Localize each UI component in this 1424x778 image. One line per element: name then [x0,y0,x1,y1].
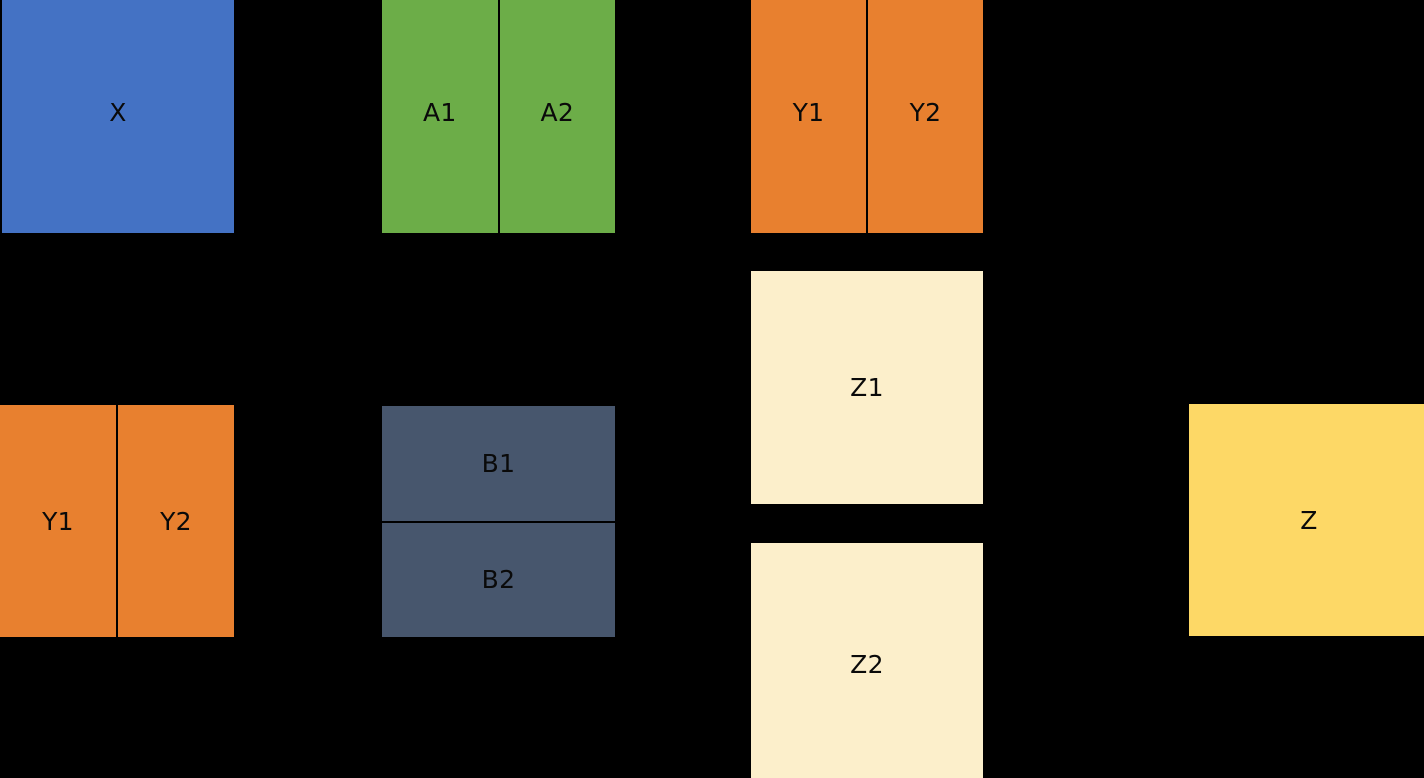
cell-x[interactable]: X [2,0,234,233]
cell-y1-bottom[interactable]: Y1 [0,405,116,637]
z-block[interactable]: Z [1189,404,1424,636]
cell-y2-bottom[interactable]: Y2 [118,405,234,637]
y-bottom-block[interactable]: Y1 Y2 [0,405,234,637]
cell-b1-label: B1 [481,448,516,478]
z1-block[interactable]: Z1 [751,271,983,504]
y-top-block[interactable]: Y1 Y2 [751,0,983,233]
cell-z-label: Z [1300,505,1318,535]
cell-z[interactable]: Z [1189,404,1424,636]
cell-b1[interactable]: B1 [382,406,615,521]
a-block-divider [497,0,500,233]
cell-a1[interactable]: A1 [382,0,498,233]
cell-y1-bottom-label: Y1 [42,506,74,536]
cell-b2[interactable]: B2 [382,523,615,638]
z2-block[interactable]: Z2 [751,543,983,778]
cell-b2-label: B2 [481,565,516,595]
cell-y1-top-label: Y1 [792,98,825,127]
cell-y1-top[interactable]: Y1 [751,0,866,233]
cell-z2[interactable]: Z2 [751,543,983,778]
cell-y2-top-label: Y2 [909,98,942,127]
y-top-block-divider [866,0,868,233]
cell-a2-label: A2 [540,98,575,127]
a-block[interactable]: A1 A2 [382,0,615,233]
b-block-divider [382,520,615,523]
y-bottom-block-divider [116,405,118,637]
cell-y2-top[interactable]: Y2 [868,0,983,233]
cell-y2-bottom-label: Y2 [160,506,192,536]
cell-x-label: X [109,98,127,127]
cell-z1-label: Z1 [850,373,884,402]
x-block[interactable]: X [2,0,234,233]
cell-a1-label: A1 [422,98,457,127]
cell-z2-label: Z2 [850,650,884,679]
cell-a2[interactable]: A2 [500,0,616,233]
cell-z1[interactable]: Z1 [751,271,983,504]
